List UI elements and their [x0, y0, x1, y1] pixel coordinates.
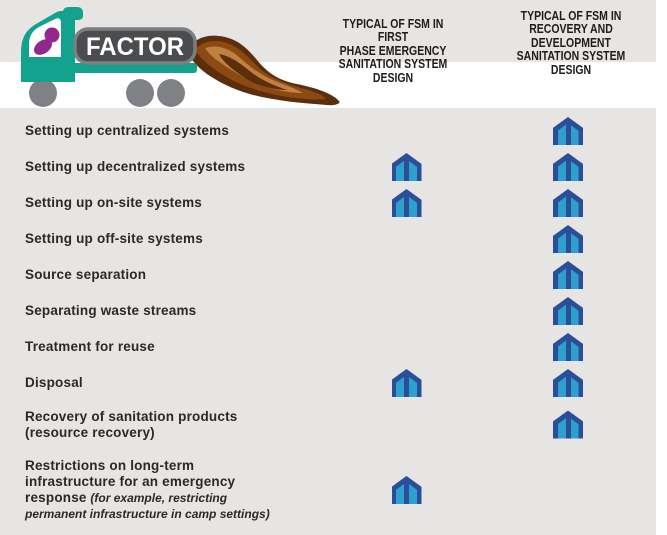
- up-arrow-icon: [553, 261, 583, 289]
- table-row: Setting up on-site systems: [0, 185, 656, 221]
- first-phase-cell: [333, 225, 480, 253]
- factor-label-text: Disposal: [25, 375, 83, 390]
- wheel-icon: [126, 79, 154, 107]
- factor-label-text: Recovery of sanitation products (resourc…: [25, 408, 238, 440]
- factor-label-text: Setting up centralized systems: [25, 123, 230, 138]
- first-phase-cell: [333, 153, 480, 181]
- recovery-cell: [480, 410, 656, 439]
- first-phase-cell: [333, 333, 480, 361]
- up-arrow-icon: [391, 369, 422, 397]
- factor-badge: FACTOR: [73, 27, 197, 65]
- recovery-cell: [480, 225, 656, 253]
- table-row: Restrictions on long-term infrastructure…: [0, 448, 656, 532]
- up-arrow-icon: [553, 333, 583, 361]
- table-row: Source separation: [0, 257, 656, 293]
- recovery-cell: [480, 189, 656, 217]
- first-phase-cell: [333, 297, 480, 325]
- up-arrow-icon: [553, 117, 583, 145]
- recovery-cell: [480, 369, 656, 397]
- up-arrow-icon: [391, 153, 422, 181]
- sludge-icon: [188, 35, 340, 106]
- recovery-cell: [480, 333, 656, 361]
- first-phase-cell: [333, 189, 480, 217]
- sludge-truck-illustration: FACTOR: [21, 7, 340, 107]
- factor-table: Setting up centralized systems Setting u…: [0, 113, 656, 532]
- factor-label-text: Separating waste streams: [25, 303, 197, 318]
- up-arrow-icon: [553, 189, 583, 217]
- factor-label-text: Treatment for reuse: [25, 339, 155, 354]
- table-row: Setting up centralized systems: [0, 113, 656, 149]
- table-row: Treatment for reuse: [0, 329, 656, 365]
- column-header-recovery: TYPICAL OF FSM IN RECOVERY AND DEVELOPME…: [516, 8, 626, 77]
- wheel-icon: [29, 79, 57, 107]
- up-arrow-icon: [391, 476, 422, 504]
- factor-label: FACTOR: [86, 33, 184, 61]
- up-arrow-icon: [391, 189, 422, 217]
- wheel-icon: [157, 79, 185, 107]
- factor-label-text: Setting up decentralized systems: [25, 159, 246, 174]
- factor-label-text: Setting up off-site systems: [25, 231, 203, 246]
- recovery-cell: [480, 476, 656, 504]
- table-row: Separating waste streams: [0, 293, 656, 329]
- table-row: Disposal: [0, 365, 656, 401]
- factor-label-text: Restrictions on long-term infrastructure…: [25, 458, 270, 521]
- table-row: Setting up off-site systems: [0, 221, 656, 257]
- truck-icon: FACTOR: [21, 7, 197, 107]
- first-phase-cell: [333, 261, 480, 289]
- recovery-cell: [480, 153, 656, 181]
- up-arrow-icon: [553, 297, 583, 325]
- recovery-cell: [480, 261, 656, 289]
- table-row: Recovery of sanitation products (resourc…: [0, 401, 656, 448]
- driver-icon: [33, 27, 60, 55]
- table-row: Setting up decentralized systems: [0, 149, 656, 185]
- table-gray-band: [0, 108, 656, 535]
- first-phase-cell: [333, 476, 480, 504]
- recovery-cell: [480, 117, 656, 145]
- first-phase-cell: [333, 411, 480, 439]
- column-header-first-phase: TYPICAL OF FSM IN FIRST PHASE EMERGENCY …: [338, 16, 448, 85]
- recovery-cell: [480, 297, 656, 325]
- factor-label-text: Source separation: [25, 267, 147, 282]
- up-arrow-icon: [553, 410, 583, 439]
- first-phase-cell: [333, 117, 480, 145]
- first-phase-cell: [333, 369, 480, 397]
- up-arrow-icon: [553, 153, 583, 181]
- factor-label-text: Setting up on-site systems: [25, 195, 202, 210]
- up-arrow-icon: [553, 225, 583, 253]
- up-arrow-icon: [553, 369, 583, 397]
